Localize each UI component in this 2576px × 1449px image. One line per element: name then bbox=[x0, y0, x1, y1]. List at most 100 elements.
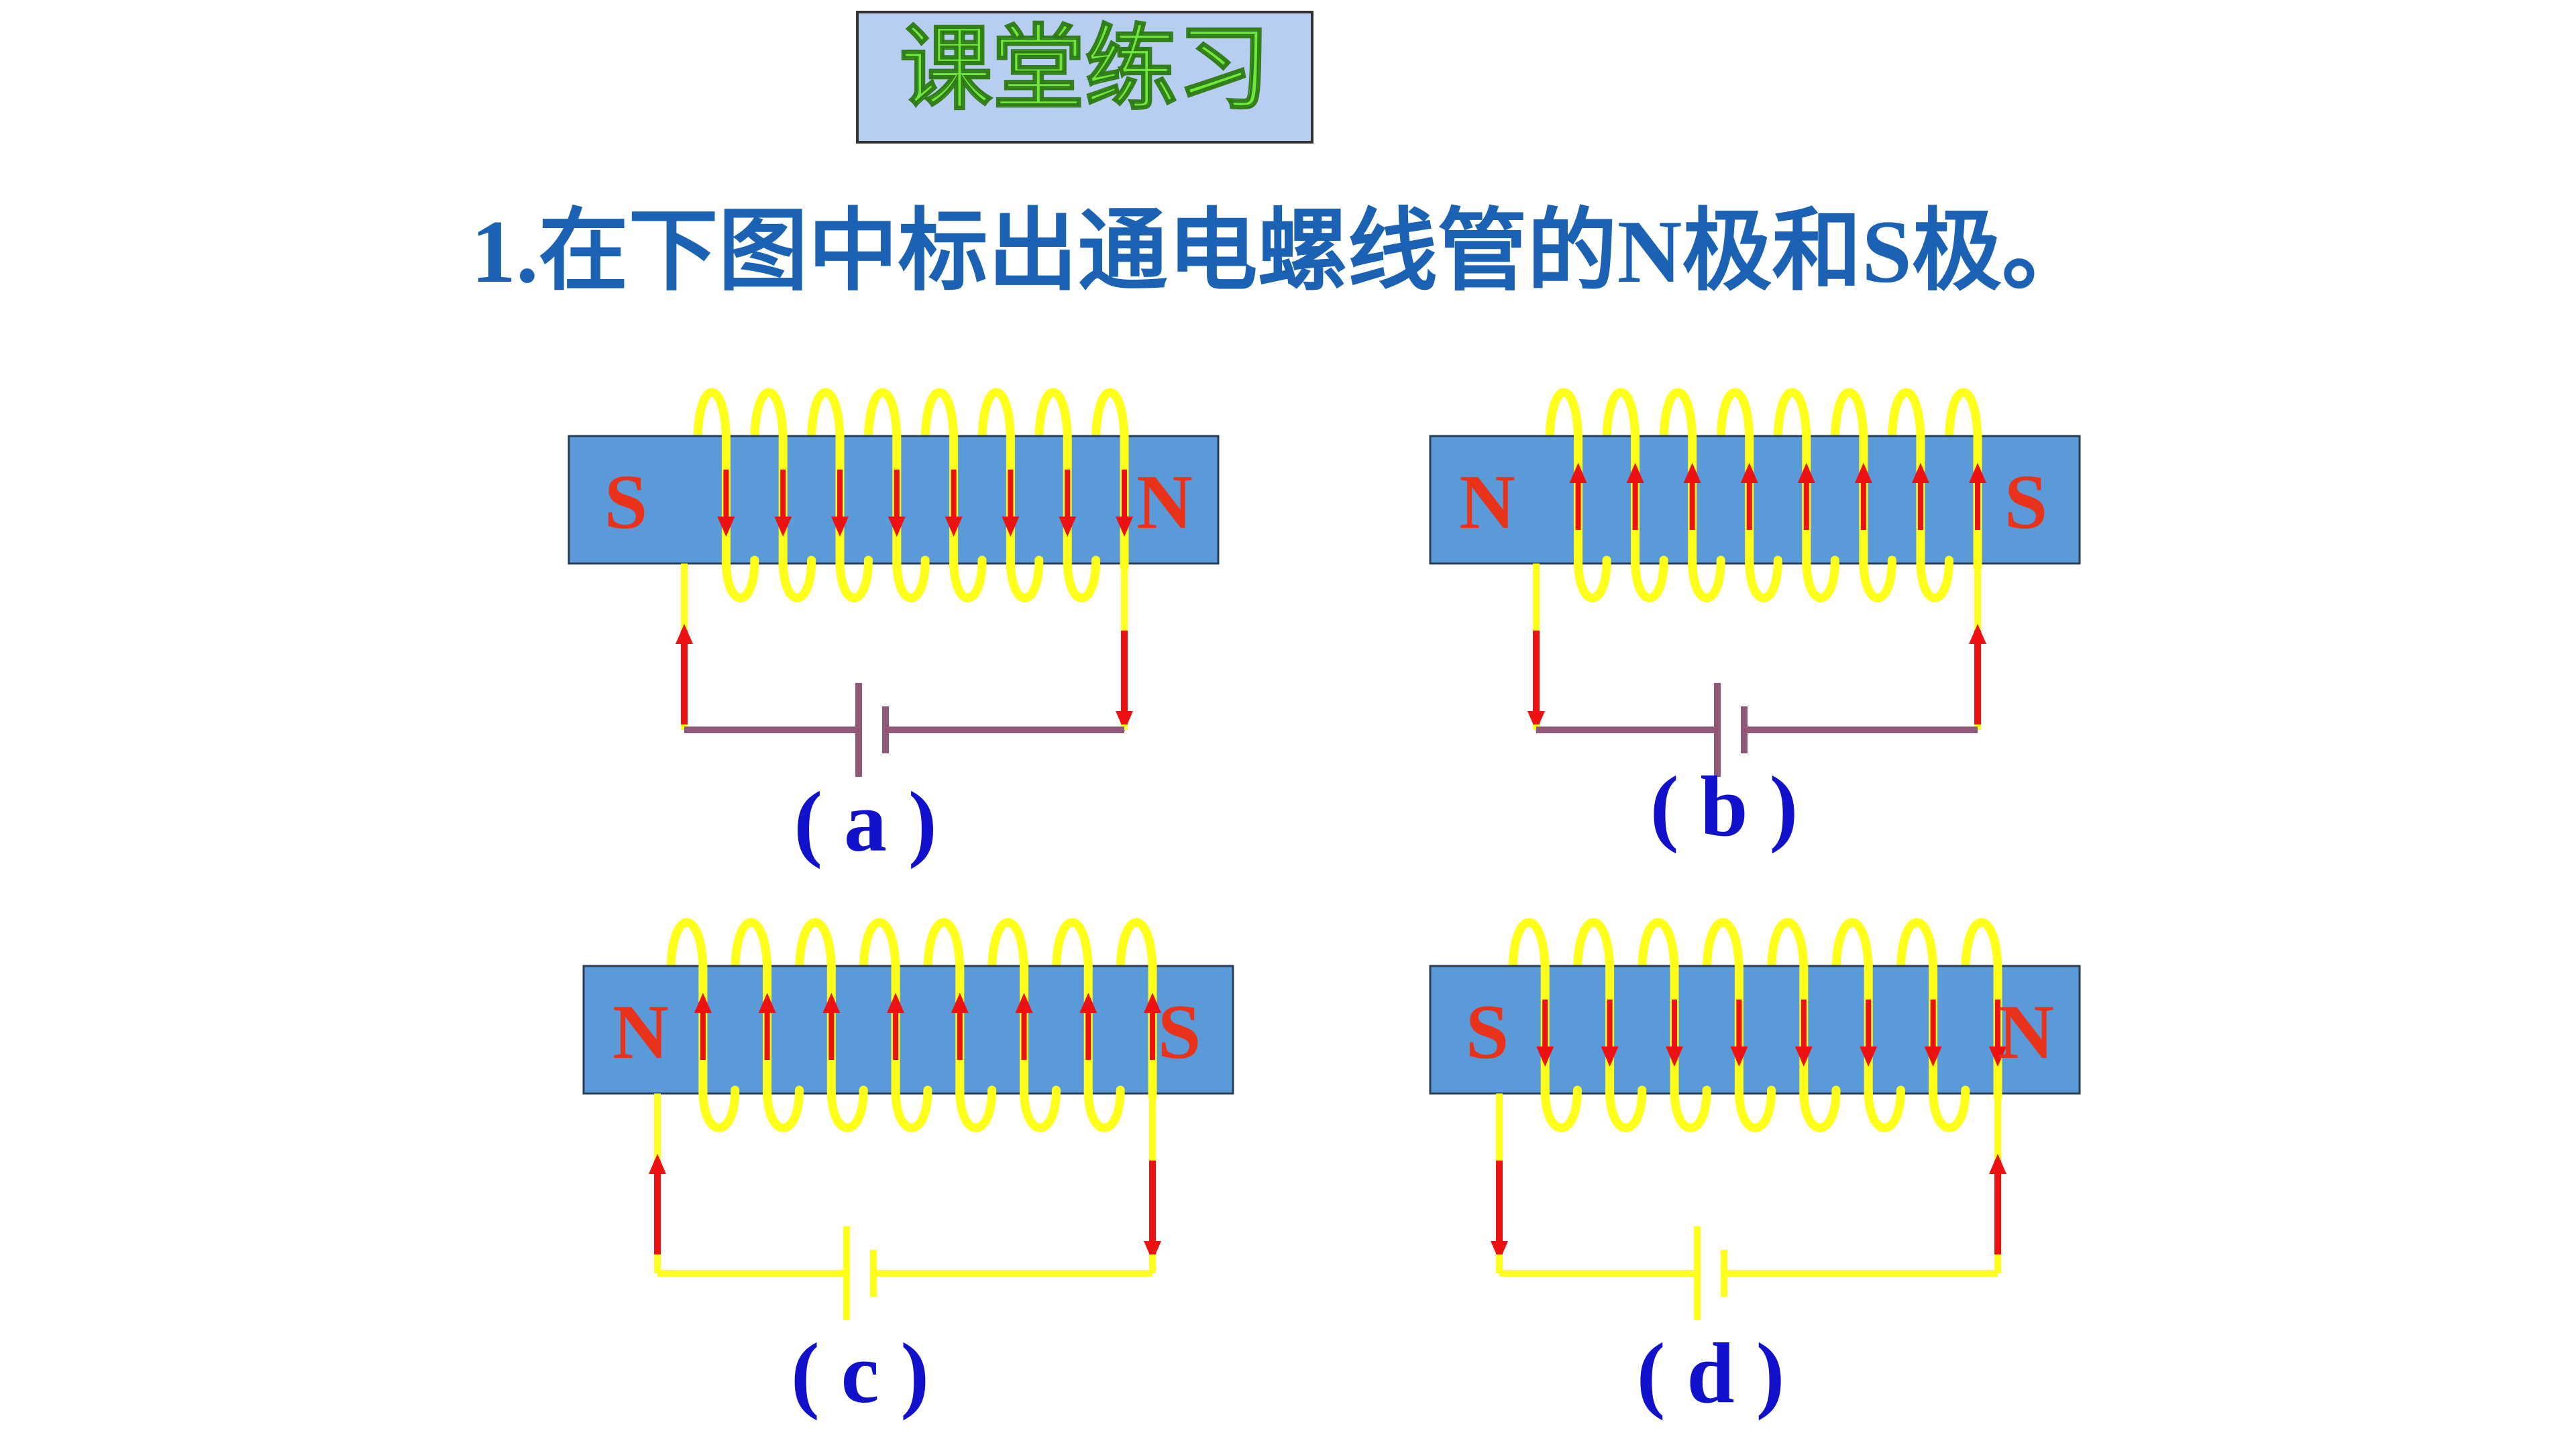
solenoid-panel-a: S N ( a ) bbox=[568, 388, 1220, 869]
coil-turn-bottom-6 bbox=[1006, 555, 1044, 602]
lead-right-arrow bbox=[1116, 711, 1133, 731]
current-arrow-head-7 bbox=[1924, 1046, 1942, 1067]
coil-turn-top-6 bbox=[1830, 388, 1868, 447]
current-arrow-head-1 bbox=[694, 993, 712, 1013]
slide-heading: 课堂练习 bbox=[900, 18, 1270, 121]
coil-turn-top-2 bbox=[1572, 918, 1615, 977]
coil-turn-top-5 bbox=[1767, 918, 1809, 977]
coil-turn-top-8 bbox=[1944, 388, 1982, 447]
coil-turn-bottom-6 bbox=[1864, 1085, 1905, 1132]
solenoid-core bbox=[582, 965, 1234, 1095]
coil-turn-bottom-4 bbox=[1734, 1085, 1776, 1132]
lead-right-arrow bbox=[1989, 1154, 2006, 1174]
pole-label-right: N bbox=[1136, 460, 1193, 545]
coil-turn-top-6 bbox=[987, 918, 1029, 977]
lead-left-arrow bbox=[649, 1154, 666, 1174]
pole-label-right: N bbox=[1998, 989, 2054, 1075]
current-arrow-head-8 bbox=[1969, 463, 1986, 483]
coil-turn-bottom-5 bbox=[1802, 555, 1839, 602]
coil-turn-bottom-6 bbox=[1859, 555, 1896, 602]
current-arrow-head-4 bbox=[1730, 1046, 1748, 1067]
coil-turn-bottom-5 bbox=[949, 555, 987, 602]
current-arrow-head-7 bbox=[1911, 463, 1929, 483]
coil-turn-bottom-3 bbox=[1688, 555, 1725, 602]
coil-turn-bottom-2 bbox=[778, 555, 816, 602]
coil-turn-bottom-1 bbox=[1574, 555, 1611, 602]
current-arrow-head-7 bbox=[1059, 517, 1077, 537]
coil-turn-bottom-4 bbox=[891, 1085, 932, 1132]
coil-turn-top-1 bbox=[666, 918, 708, 977]
lead-left-arrow bbox=[1491, 1241, 1508, 1261]
coil-turn-bottom-7 bbox=[1083, 1085, 1125, 1132]
coil-turn-bottom-3 bbox=[826, 1085, 868, 1132]
coil-turn-bottom-3 bbox=[835, 555, 873, 602]
coil-turn-bottom-1 bbox=[698, 1085, 740, 1132]
coil-turn-top-5 bbox=[1773, 388, 1811, 447]
coil-turn-bottom-1 bbox=[1540, 1085, 1582, 1132]
pole-label-left: S bbox=[604, 460, 648, 545]
lead-right-arrow bbox=[1969, 624, 1986, 644]
panel-caption: ( a ) bbox=[794, 774, 936, 869]
current-arrow-head-4 bbox=[888, 517, 906, 537]
current-arrow-head-8 bbox=[1989, 1046, 2006, 1067]
current-arrow-head-5 bbox=[951, 993, 969, 1013]
current-arrow-head-2 bbox=[774, 517, 792, 537]
coil-turn-bottom-4 bbox=[892, 555, 930, 602]
heading-box: 课堂练习 bbox=[856, 11, 1313, 144]
coil-turn-bottom-7 bbox=[1916, 555, 1953, 602]
current-arrow-head-1 bbox=[1569, 463, 1587, 483]
coil-turn-top-7 bbox=[1051, 918, 1093, 977]
current-arrow-head-5 bbox=[1797, 463, 1815, 483]
coil-turn-bottom-2 bbox=[1605, 1085, 1647, 1132]
coil-turn-top-7 bbox=[1896, 918, 1938, 977]
current-arrow-head-5 bbox=[945, 517, 963, 537]
pole-label-left: S bbox=[1466, 989, 1509, 1075]
coil-turn-bottom-7 bbox=[1929, 1085, 1970, 1132]
current-arrow-head-8 bbox=[1144, 993, 1161, 1013]
current-arrow-head-7 bbox=[1079, 993, 1097, 1013]
current-arrow-head-3 bbox=[822, 993, 841, 1013]
coil-turn-top-3 bbox=[807, 388, 845, 447]
current-arrow-head-3 bbox=[1683, 463, 1701, 483]
current-arrow-head-6 bbox=[1015, 993, 1033, 1013]
pole-label-right: S bbox=[1158, 989, 1201, 1075]
coil-turn-bottom-2 bbox=[763, 1085, 804, 1132]
coil-turn-top-1 bbox=[693, 388, 731, 447]
current-arrow-head-6 bbox=[1860, 1046, 1878, 1067]
lead-right-arrow bbox=[1144, 1241, 1161, 1261]
coil-turn-top-1 bbox=[1508, 918, 1550, 977]
coil-turn-top-4 bbox=[859, 918, 900, 977]
current-arrow-head-5 bbox=[1794, 1046, 1813, 1067]
question-text: 1.在下图中标出通电螺线管的N极和S极。 bbox=[471, 202, 2092, 301]
coil-turn-top-8 bbox=[1091, 388, 1129, 447]
coil-turn-top-6 bbox=[977, 388, 1015, 447]
coil-turn-top-7 bbox=[1034, 388, 1072, 447]
coil-turn-bottom-5 bbox=[955, 1085, 997, 1132]
coil-turn-bottom-3 bbox=[1670, 1085, 1711, 1132]
coil-turn-top-6 bbox=[1831, 918, 1873, 977]
lead-left-arrow bbox=[1527, 711, 1545, 731]
coil-turn-top-8 bbox=[1961, 918, 2002, 977]
current-arrow-head-1 bbox=[717, 517, 735, 537]
solenoid-panel-d: S N ( d ) bbox=[1429, 918, 2081, 1421]
pole-label-right: S bbox=[2004, 460, 2048, 545]
coil-turn-top-3 bbox=[1638, 918, 1679, 977]
coil-turn-bottom-4 bbox=[1745, 555, 1782, 602]
solenoid-core bbox=[1429, 965, 2081, 1095]
coil-turn-top-3 bbox=[794, 918, 836, 977]
current-arrow-head-6 bbox=[1854, 463, 1872, 483]
coil-turn-top-3 bbox=[1659, 388, 1697, 447]
coil-turn-top-5 bbox=[920, 388, 959, 447]
panel-caption: ( d ) bbox=[1637, 1326, 1784, 1421]
coil-turn-top-4 bbox=[863, 388, 902, 447]
panel-caption: ( b ) bbox=[1650, 759, 1798, 854]
coil-turn-top-2 bbox=[731, 918, 772, 977]
coil-turn-bottom-5 bbox=[1799, 1085, 1841, 1132]
current-arrow-head-2 bbox=[758, 993, 776, 1013]
coil-turn-bottom-2 bbox=[1631, 555, 1668, 602]
solenoid-core bbox=[1429, 435, 2081, 565]
